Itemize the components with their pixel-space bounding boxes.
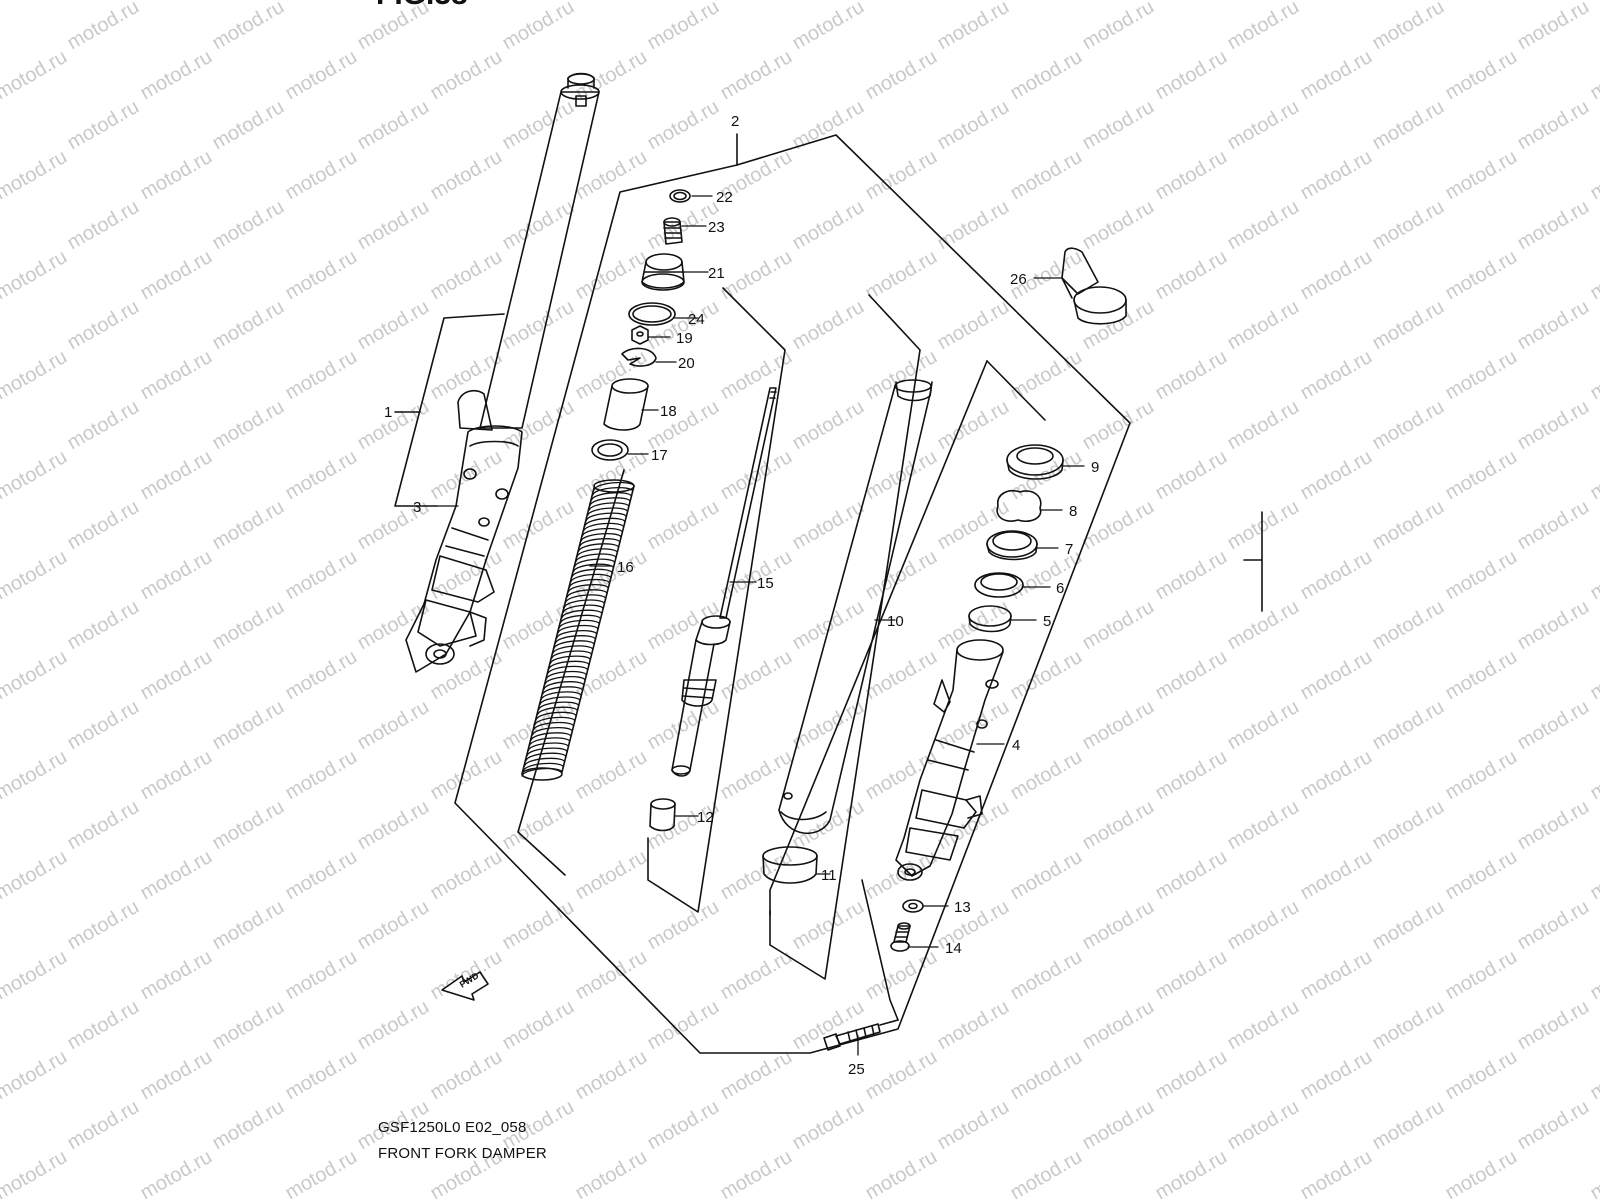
- callout-8: 8: [1069, 503, 1077, 520]
- spacer-18: [603, 378, 649, 431]
- callout-24: 24: [688, 311, 705, 328]
- fork-spring-16: [521, 479, 635, 781]
- callout-15: 15: [757, 575, 774, 592]
- callout-20: 20: [678, 355, 695, 372]
- callout-18: 18: [660, 403, 677, 420]
- figure-name: FRONT FORK DAMPER: [378, 1145, 547, 1162]
- figure-code: GSF1250L0 E02_058: [378, 1119, 527, 1136]
- washer-6: [974, 572, 1024, 598]
- guard-26: [1061, 247, 1127, 325]
- callout-3: 3: [413, 499, 421, 516]
- callout-16: 16: [617, 559, 634, 576]
- bolt-14: [890, 922, 911, 952]
- damper-rod-15: [671, 387, 777, 777]
- callout-14: 14: [945, 940, 962, 957]
- callout-4: 4: [1012, 737, 1020, 754]
- callout-13: 13: [954, 899, 971, 916]
- bushing-12: [649, 798, 676, 832]
- callout-10: 10: [887, 613, 904, 630]
- inner-tube-10: [778, 379, 933, 834]
- callout-23: 23: [708, 219, 725, 236]
- o-ring-22: [669, 189, 691, 203]
- outer-tube-right-4: [895, 639, 1004, 881]
- figure-title: FIG.58: [376, 0, 468, 12]
- callout-19: 19: [676, 330, 693, 347]
- callout-1: 1: [384, 404, 392, 421]
- o-ring-24: [628, 302, 676, 326]
- stopper-ring-8: [996, 490, 1042, 523]
- bushing-5: [968, 605, 1012, 633]
- callout-5: 5: [1043, 613, 1051, 630]
- callout-7: 7: [1065, 541, 1073, 558]
- assembly-outline: [394, 133, 1263, 1054]
- callout-25: 25: [848, 1061, 865, 1078]
- callout-26: 26: [1010, 271, 1027, 288]
- washer-13: [902, 899, 924, 913]
- callout-11: 11: [821, 867, 837, 884]
- callout-22: 22: [716, 189, 733, 206]
- oil-seal-7: [986, 530, 1038, 561]
- callout-labels: 1 2 3 4 5 6 7 8 9 10 11 12 13 14 15 16 1…: [384, 113, 1099, 1078]
- nut-19: [631, 325, 649, 345]
- cap-bolt-21: [641, 253, 685, 291]
- callout-2: 2: [731, 113, 739, 130]
- leader-lines: [436, 195, 1085, 1056]
- washer-17: [591, 439, 629, 461]
- callout-17: 17: [651, 447, 668, 464]
- callout-21: 21: [708, 265, 725, 282]
- bushing-11: [762, 846, 818, 884]
- callout-6: 6: [1056, 580, 1064, 597]
- forward-arrow-icon: FWD: [441, 970, 489, 1001]
- adjuster-screw-23: [663, 217, 683, 245]
- callout-9: 9: [1091, 459, 1099, 476]
- bolt-25: [823, 1023, 881, 1051]
- fork-assembly-left: [405, 72, 600, 673]
- callout-12: 12: [697, 809, 714, 826]
- washer-20: [621, 347, 657, 367]
- dust-seal-9: [1006, 444, 1064, 480]
